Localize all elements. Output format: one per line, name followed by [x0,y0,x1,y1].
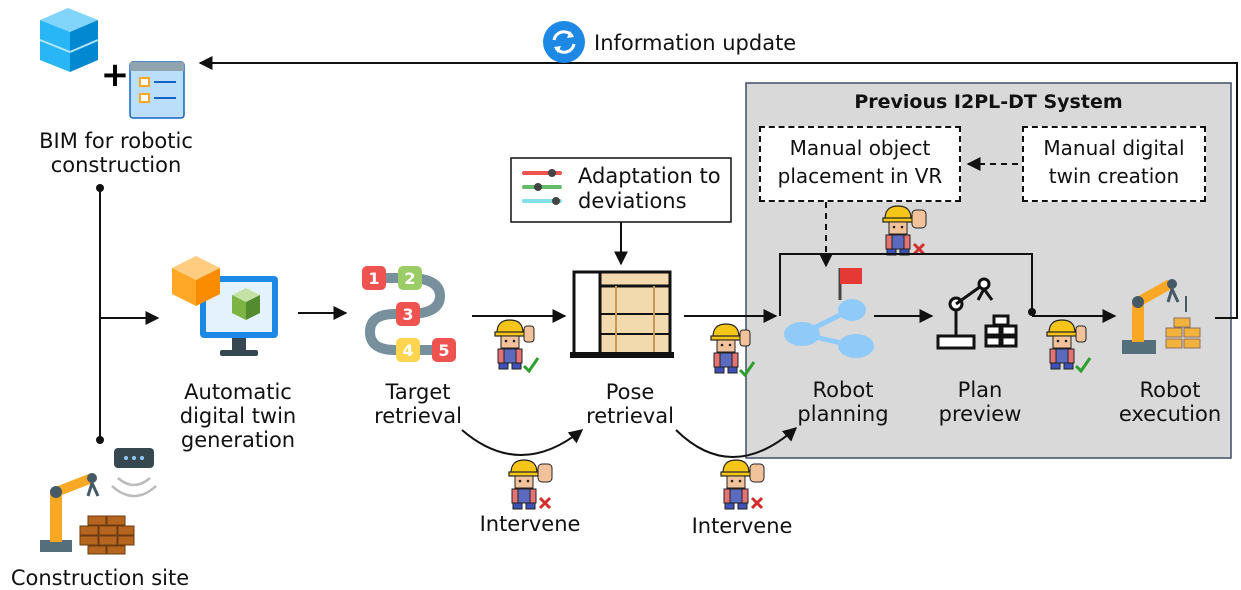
step-5: 5 [438,341,449,360]
step-1: 1 [368,269,379,288]
bim-icon: + [39,8,185,119]
intervene-label-1: Intervene [479,512,581,536]
digital-twin-monitor-icon [172,256,278,356]
robot-execution-label: Robot execution [1118,378,1222,426]
pose-retrieval-label: Pose retrieval [586,380,674,428]
plan-preview-robot-icon [936,277,1018,350]
intervene-label-2: Intervene [691,514,793,538]
plan-preview-label: Plan preview [938,378,1022,426]
bim-label: BIM for robotic construction [39,129,193,177]
worker-approve-icon-2 [710,323,756,378]
sliders-icon [522,169,562,205]
manual-placement-box: Manual object placement in VR [759,126,961,202]
robot-planning-icon [784,268,874,358]
worker-approve-icon-3 [1046,319,1092,374]
worker-stop-icon-2 [720,459,765,510]
worker-stop-icon-3 [882,205,927,256]
info-update-label: Information update [594,31,797,55]
manual-twin-box: Manual digital twin creation [1022,126,1206,202]
svg-text:+: + [101,55,130,95]
construction-site-icon [40,448,157,555]
step-3: 3 [402,305,413,324]
adt-label: Automatic digital twin generation [179,380,297,452]
target-retrieval-label: Target retrieval [374,380,462,428]
worker-stop-icon-1 [508,459,553,510]
target-steps-icon: 1 2 3 4 5 [362,266,456,362]
info-update-arrow [198,56,1238,319]
pose-frame-icon [570,270,674,358]
construction-site-label: Construction site [10,566,190,590]
robot-planning-label: Robot planning [797,378,889,426]
sync-icon [543,21,585,63]
system-title: Previous I2PL-DT System [854,91,1123,113]
adaptation-box [510,157,732,223]
worker-approve-icon-1 [494,319,540,374]
step-4: 4 [402,341,413,360]
adaptation-label: Adaptation to deviations [578,164,721,213]
step-2: 2 [404,269,415,288]
robot-execution-icon [1122,279,1201,354]
